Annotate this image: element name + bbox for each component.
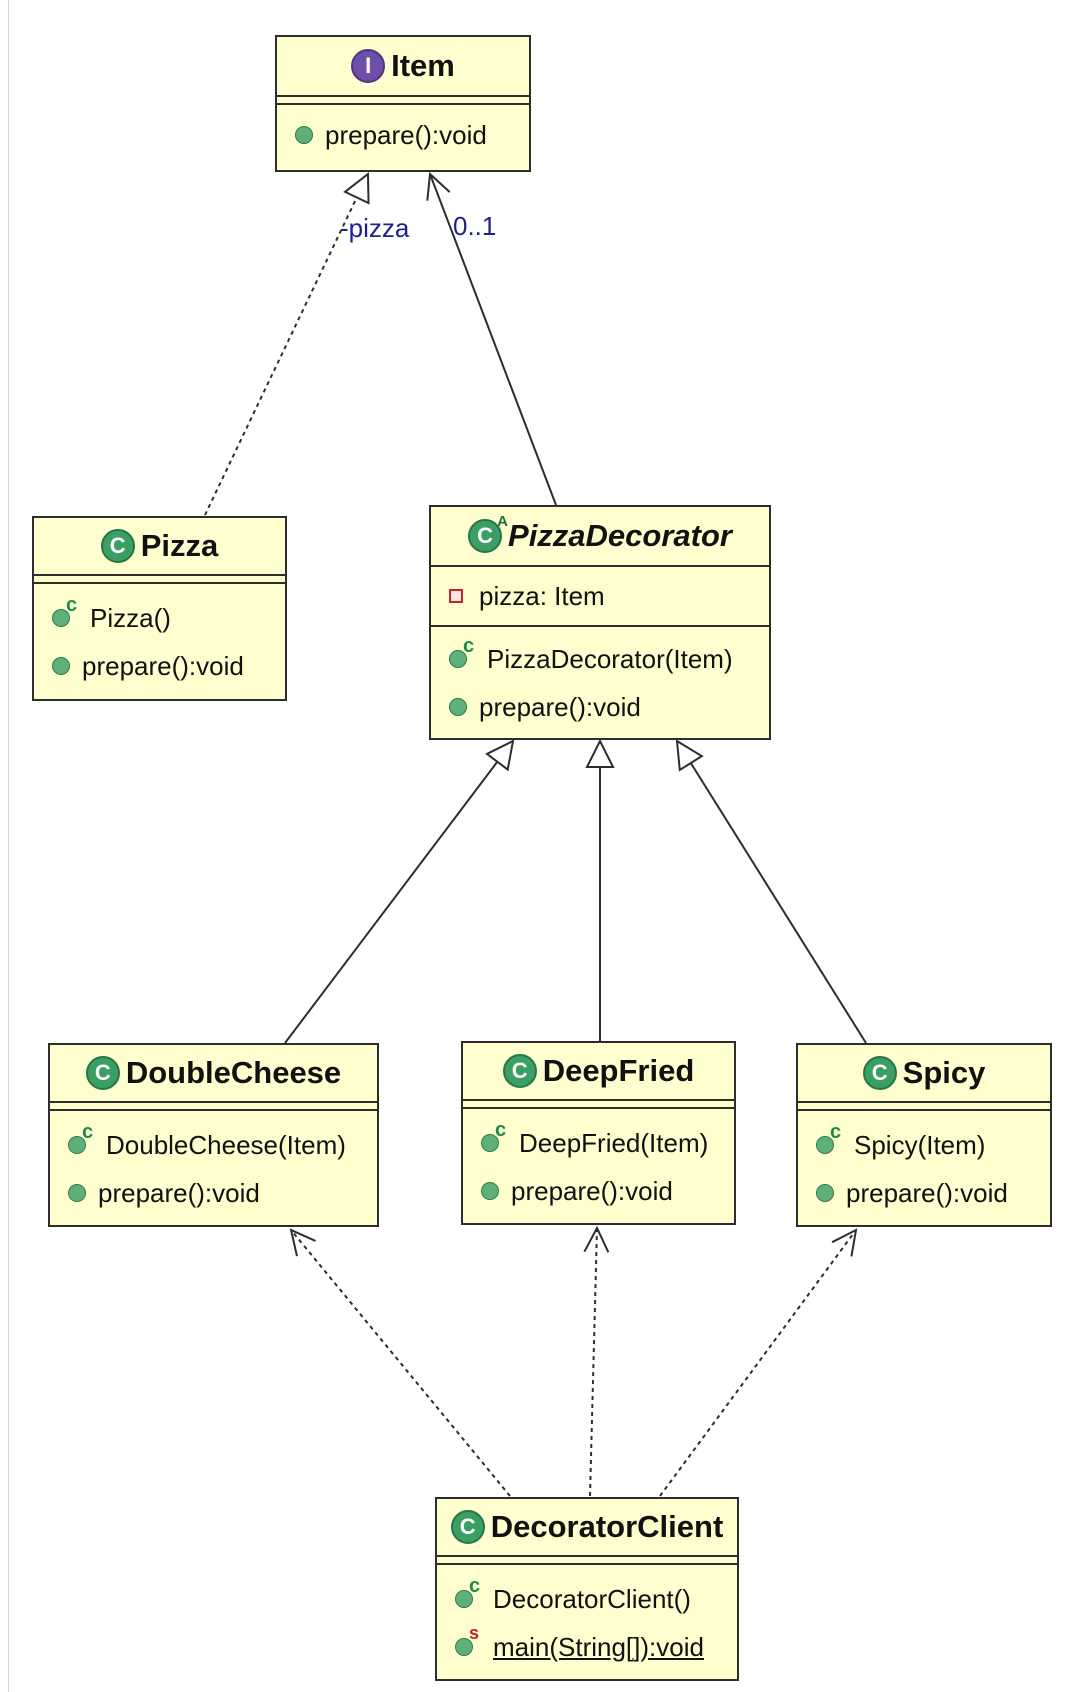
attributes-compartment	[277, 97, 529, 105]
method-signature: prepare():void	[98, 1177, 260, 1208]
attributes-compartment: pizza: Item	[431, 567, 769, 627]
method-signature: prepare():void	[325, 119, 487, 150]
association-multiplicity-label: 0..1	[453, 211, 497, 241]
attributes-compartment	[798, 1103, 1050, 1111]
field-signature: pizza: Item	[479, 580, 605, 611]
methods-compartment: DoubleCheese(Item) prepare():void	[50, 1111, 377, 1217]
realization-pizza-item	[204, 174, 368, 516]
constructor-icon	[52, 594, 77, 627]
constructor-icon	[68, 1121, 93, 1154]
class-icon: C	[450, 1510, 485, 1544]
class-box-decorator-client[interactable]: C DecoratorClient DecoratorClient() main…	[435, 1497, 739, 1681]
method-signature: prepare():void	[82, 650, 244, 681]
constructor-signature: Pizza()	[90, 602, 171, 633]
constructor-signature: DoubleCheese(Item)	[106, 1129, 346, 1160]
generalization-doublecheese	[284, 741, 513, 1044]
attributes-compartment	[50, 1103, 377, 1111]
class-name: DecoratorClient	[490, 1509, 724, 1544]
class-header: C Pizza	[34, 518, 285, 576]
frame-edge	[8, 0, 9, 1692]
class-box-item[interactable]: I Item prepare():void	[275, 35, 531, 172]
class-icon: C	[85, 1056, 120, 1090]
class-icon: C	[100, 529, 135, 563]
methods-compartment: PizzaDecorator(Item) prepare():void	[431, 627, 769, 731]
association-role-label: -pizza	[340, 213, 410, 243]
field-row: pizza: Item	[431, 572, 605, 620]
constructor-row: DecoratorClient()	[437, 1575, 737, 1623]
class-header: C Spicy	[798, 1045, 1050, 1103]
dependency-client-deepfried	[590, 1228, 597, 1497]
class-header: C DeepFried	[463, 1043, 734, 1101]
static-method-icon	[455, 1623, 479, 1656]
attributes-compartment	[437, 1557, 737, 1565]
constructor-icon	[816, 1121, 841, 1154]
method-row: prepare():void	[50, 1169, 377, 1217]
constructor-icon	[449, 635, 474, 668]
public-method-icon	[816, 1184, 834, 1202]
public-method-icon	[481, 1182, 499, 1200]
public-method-icon	[295, 126, 313, 144]
method-signature: prepare():void	[479, 691, 641, 722]
dependency-client-spicy	[659, 1230, 856, 1497]
methods-compartment: DecoratorClient() main(String[]):void	[437, 1565, 737, 1671]
class-name: PizzaDecorator	[508, 518, 732, 553]
constructor-signature: DecoratorClient()	[493, 1583, 691, 1614]
constructor-row: DeepFried(Item)	[463, 1119, 734, 1167]
attributes-compartment	[34, 576, 285, 584]
interface-icon: I	[351, 49, 386, 83]
private-field-icon	[449, 589, 463, 603]
class-header: C DecoratorClient	[437, 1499, 737, 1557]
public-method-icon	[449, 698, 467, 716]
method-row: main(String[]):void	[437, 1623, 737, 1671]
public-method-icon	[68, 1184, 86, 1202]
class-name: DoubleCheese	[125, 1055, 342, 1090]
class-box-pizza-decorator[interactable]: CA PizzaDecorator pizza: Item PizzaDecor…	[429, 505, 771, 740]
class-box-pizza[interactable]: C Pizza Pizza() prepare():void	[32, 516, 287, 701]
method-row: prepare():void	[463, 1167, 734, 1215]
method-signature: main(String[]):void	[493, 1631, 704, 1662]
method-signature: prepare():void	[511, 1175, 673, 1206]
method-row: prepare():void	[798, 1169, 1050, 1217]
constructor-signature: DeepFried(Item)	[519, 1127, 709, 1158]
attributes-compartment	[463, 1101, 734, 1109]
class-name: DeepFried	[542, 1053, 695, 1088]
constructor-signature: Spicy(Item)	[854, 1129, 986, 1160]
class-box-double-cheese[interactable]: C DoubleCheese DoubleCheese(Item) prepar…	[48, 1043, 379, 1227]
class-name: Spicy	[902, 1055, 986, 1090]
constructor-row: PizzaDecorator(Item)	[431, 635, 769, 683]
method-row: prepare():void	[277, 111, 529, 159]
constructor-row: Pizza()	[34, 594, 285, 642]
methods-compartment: DeepFried(Item) prepare():void	[463, 1109, 734, 1215]
association-decorator-item	[430, 174, 557, 506]
class-box-deep-fried[interactable]: C DeepFried DeepFried(Item) prepare():vo…	[461, 1041, 736, 1225]
dependency-client-doublecheese	[291, 1230, 511, 1497]
class-box-spicy[interactable]: C Spicy Spicy(Item) prepare():void	[796, 1043, 1052, 1227]
method-row: prepare():void	[34, 642, 285, 690]
methods-compartment: Spicy(Item) prepare():void	[798, 1111, 1050, 1217]
method-signature: prepare():void	[846, 1177, 1008, 1208]
class-name: Pizza	[140, 528, 219, 563]
constructor-signature: PizzaDecorator(Item)	[487, 643, 733, 674]
class-icon: C	[502, 1054, 537, 1088]
class-name: Item	[391, 48, 455, 83]
constructor-icon	[481, 1119, 506, 1152]
methods-compartment: prepare():void	[277, 105, 529, 159]
generalization-spicy	[677, 741, 867, 1044]
public-method-icon	[52, 657, 70, 675]
method-row: prepare():void	[431, 683, 769, 731]
methods-compartment: Pizza() prepare():void	[34, 584, 285, 690]
class-header: I Item	[277, 37, 529, 97]
constructor-row: DoubleCheese(Item)	[50, 1121, 377, 1169]
class-header: C DoubleCheese	[50, 1045, 377, 1103]
class-icon: C	[862, 1056, 897, 1090]
constructor-row: Spicy(Item)	[798, 1121, 1050, 1169]
constructor-icon	[455, 1575, 480, 1608]
